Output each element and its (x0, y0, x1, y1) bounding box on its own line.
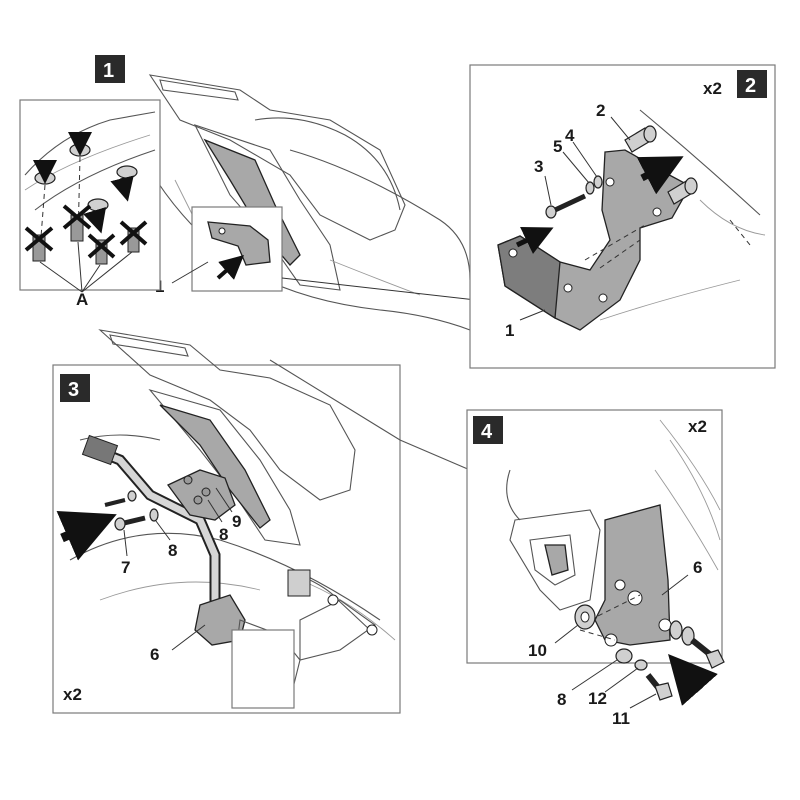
step-2-badge (737, 70, 767, 98)
step-1-badge (95, 55, 125, 83)
callout-6-step3: 6 (150, 645, 159, 664)
step-2-panel: 2 3 5 4 1 (469, 64, 776, 369)
step-4-number: 4 (481, 421, 493, 443)
callout-8-lower: 8 (168, 541, 177, 560)
callout-2: 2 (596, 101, 605, 120)
callout-4: 4 (565, 126, 575, 145)
step-3-badge (60, 374, 90, 402)
step-2-number: 2 (745, 75, 756, 97)
step-1-inset: A (19, 99, 161, 309)
callout-A: A (76, 290, 88, 309)
step-1-bike-view: 1 (148, 74, 521, 331)
callout-3: 3 (534, 157, 543, 176)
step-4-badge (473, 416, 503, 444)
step-3-number: 3 (68, 379, 79, 401)
step-4-panel: 6 10 8 12 11 (466, 409, 725, 728)
callout-8-upper: 8 (219, 525, 228, 544)
callout-7: 7 (121, 558, 130, 577)
callout-6-step4: 6 (693, 558, 702, 577)
step-2-multiplier: x2 (703, 79, 722, 98)
callout-1-step2: 1 (505, 321, 514, 340)
callout-5: 5 (553, 137, 562, 156)
callout-8-step4: 8 (557, 690, 566, 709)
step-4-multiplier: x2 (688, 417, 707, 436)
step-3-panel: 7 8 8 9 6 (52, 329, 471, 714)
step-3-multiplier: x2 (63, 685, 82, 704)
callout-12: 12 (588, 689, 607, 708)
callout-9: 9 (232, 512, 241, 531)
callout-11: 11 (612, 709, 630, 728)
callout-10: 10 (528, 641, 547, 660)
step-1-number: 1 (103, 60, 114, 82)
